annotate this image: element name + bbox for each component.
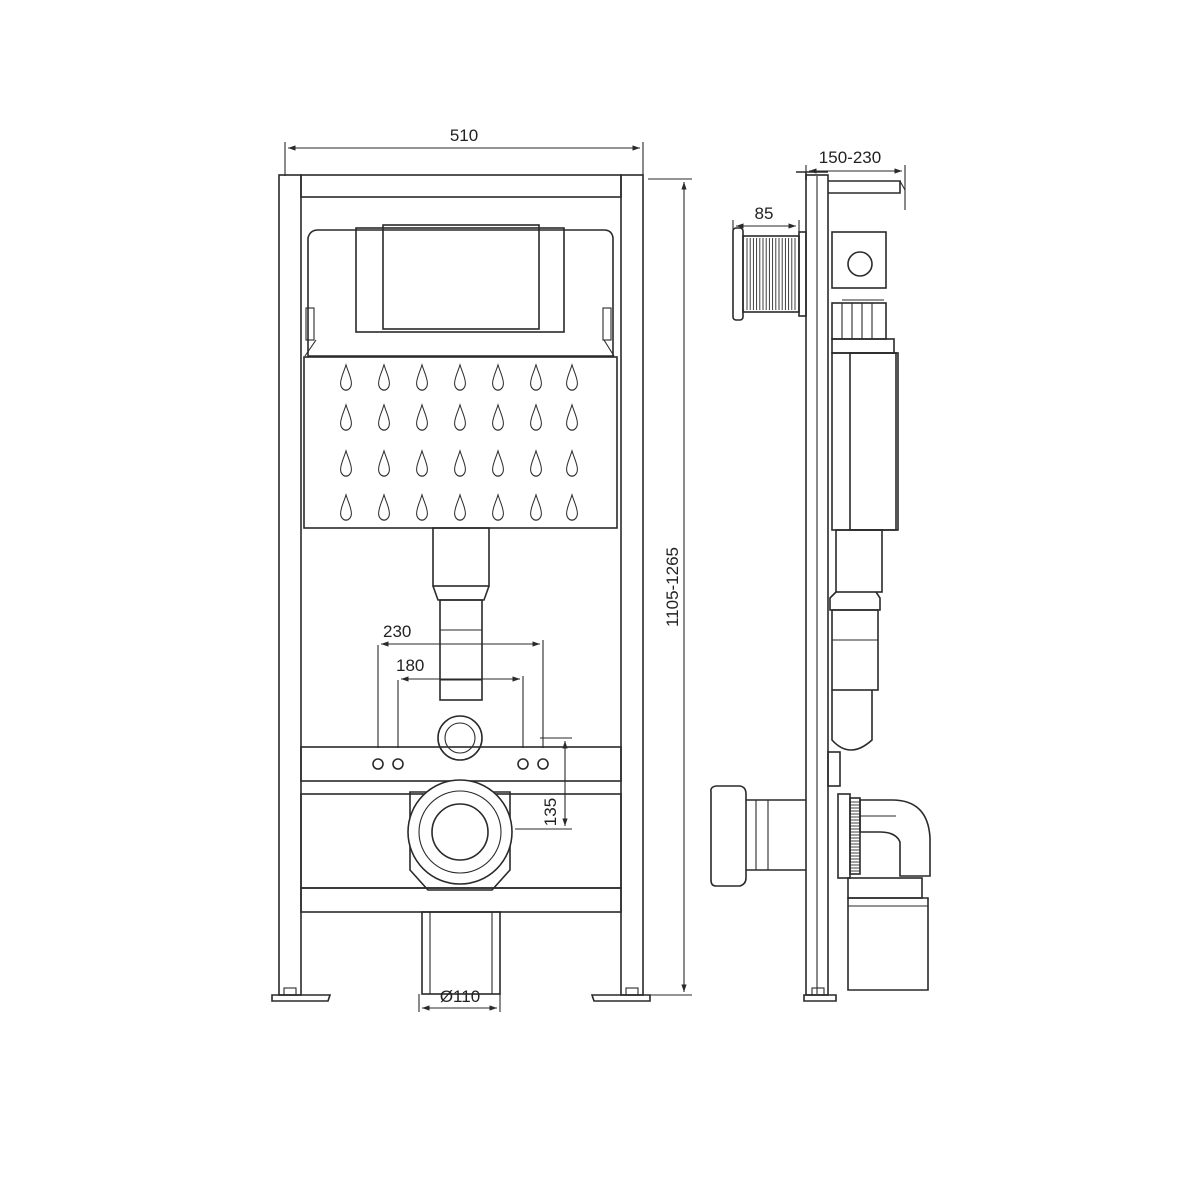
water-drop-icon bbox=[491, 450, 505, 477]
water-drop-icon bbox=[377, 404, 391, 431]
water-drop-icon bbox=[453, 364, 467, 391]
flush-plate-depth-label: 85 bbox=[755, 204, 774, 223]
water-drop-icon bbox=[529, 404, 543, 431]
drain-height-dimension: 135 bbox=[515, 737, 572, 830]
water-drop-icon bbox=[565, 404, 579, 431]
water-drop-icon bbox=[565, 364, 579, 391]
water-drop-icon bbox=[565, 494, 579, 521]
flush-outlet bbox=[437, 715, 483, 761]
water-drop-icon bbox=[377, 450, 391, 477]
water-drop-icon bbox=[491, 494, 505, 521]
drain-diameter-dimension: Ø110 bbox=[418, 987, 501, 1012]
drain-pipe bbox=[421, 911, 501, 995]
side-foot bbox=[803, 994, 837, 1002]
front-view: 510 1105-1265 230 180 135 bbox=[271, 126, 692, 1012]
cistern-side bbox=[827, 231, 899, 787]
water-drop-icon bbox=[339, 364, 353, 391]
width-label: 510 bbox=[450, 126, 478, 145]
mounting-bolts bbox=[372, 758, 549, 770]
height-dimension: 1105-1265 bbox=[648, 178, 692, 996]
water-drop-icon bbox=[529, 494, 543, 521]
water-drop-icon bbox=[415, 404, 429, 431]
water-drop-icon bbox=[453, 450, 467, 477]
water-drop-icon bbox=[415, 450, 429, 477]
water-drop-icon bbox=[453, 494, 467, 521]
water-drop-icon bbox=[377, 494, 391, 521]
depth-label: 150-230 bbox=[819, 148, 881, 167]
water-drop-icon bbox=[565, 450, 579, 477]
water-drop-icon bbox=[415, 494, 429, 521]
depth-dimension: 150-230 bbox=[805, 148, 906, 210]
water-drop-icon bbox=[453, 404, 467, 431]
water-drop-icon bbox=[339, 450, 353, 477]
drain-diameter-label: Ø110 bbox=[440, 987, 480, 1006]
water-drop-icon bbox=[339, 404, 353, 431]
water-drop-icon bbox=[377, 364, 391, 391]
cistern bbox=[303, 224, 618, 761]
right-foot bbox=[590, 994, 651, 1002]
top-rail bbox=[300, 174, 622, 198]
right-post bbox=[620, 174, 644, 996]
left-foot bbox=[271, 994, 332, 1002]
water-drop-icon bbox=[339, 494, 353, 521]
height-label: 1105-1265 bbox=[663, 547, 682, 627]
water-drop-pattern bbox=[339, 364, 579, 521]
bolt-spacing-dimensions: 230 180 bbox=[377, 622, 544, 748]
water-drop-icon bbox=[415, 364, 429, 391]
water-drop-icon bbox=[491, 364, 505, 391]
drain-connector-side bbox=[710, 785, 931, 991]
drain-height-label: 135 bbox=[541, 798, 560, 826]
water-drop-icon bbox=[491, 404, 505, 431]
flush-plate-depth-dimension: 85 bbox=[732, 204, 800, 232]
width-dimension: 510 bbox=[284, 126, 644, 176]
left-post bbox=[278, 174, 302, 996]
water-drop-icon bbox=[529, 450, 543, 477]
outer-spacing-label: 230 bbox=[383, 622, 411, 641]
flush-plate-side bbox=[732, 227, 807, 321]
water-drop-icon bbox=[529, 364, 543, 391]
inner-spacing-label: 180 bbox=[396, 656, 424, 675]
side-view: 150-230 85 bbox=[710, 148, 931, 1002]
